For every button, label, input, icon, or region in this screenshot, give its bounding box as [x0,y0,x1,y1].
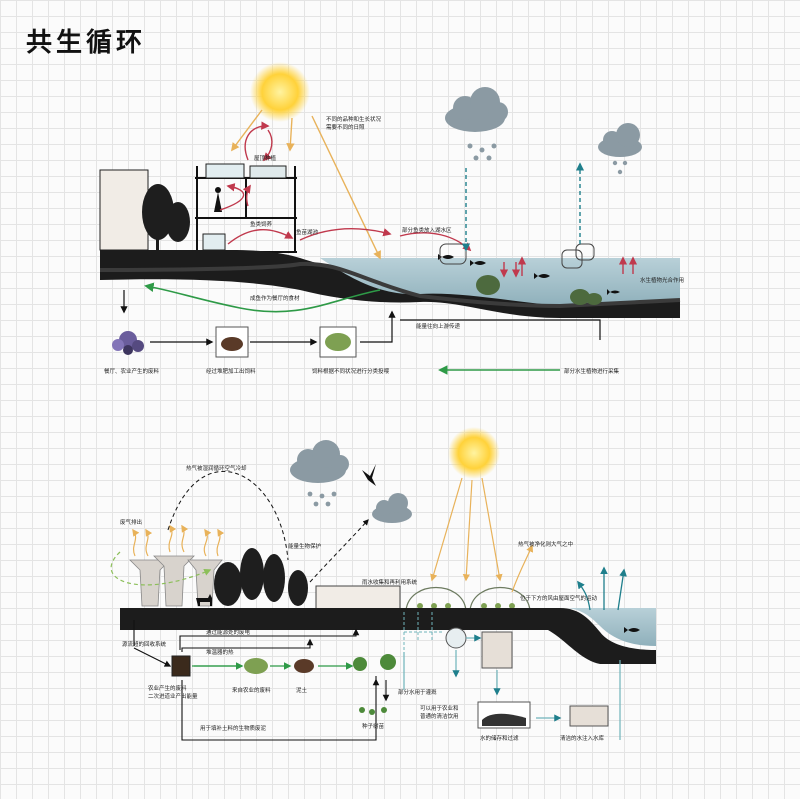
rain-drops-icon [467,143,497,161]
caption-2: 经过堆肥加工出饲料 [206,367,256,375]
heat-vent-arrows [132,524,225,557]
label-usable-2: 普通的清洁饮用 [420,712,459,720]
label-fish-release: 部分鱼类放入湖水区 [402,226,452,234]
greenhouse-dome [405,587,531,611]
green-dashed-loop [110,551,212,586]
to-forest-arrow [309,519,369,583]
soil-icon [221,337,243,351]
label-hot-air: 热气被净化则大气之中 [518,540,573,548]
sun-icon [250,62,310,122]
label-waste-heat: 热气被湿润循环空气冷却 [186,464,247,472]
compost-flow-arrows [120,290,601,346]
waste-cycle-arrows [133,620,380,741]
label-farm-waste-1: 农业产生的废料 [148,684,187,692]
soil-icon-2 [294,659,314,673]
reservoir-box [569,705,609,727]
food-supply-arrow [144,282,381,313]
label-sun-note-1: 不同的品种和生长状况 [326,115,382,123]
heat-exchange-arrows [219,121,638,278]
roof-tank [205,163,245,179]
lake-fish-icon [624,627,640,633]
label-usable-1: 可以用于农业和 [420,704,459,712]
bottom-section: 热气被湿润循环空气冷却 废气排出 能量生物保护 雨水收集和再利用系统 热气被净化… [110,427,656,742]
label-ag-waste: 来自农业的废料 [232,686,271,694]
sapling-icon [353,654,396,715]
goat-icon [196,594,212,606]
water-system-lines [403,612,444,650]
top-section: 屋顶种植 鱼类饲养 鱼苗湖池 不同的品种和生长状况 需要不同的日照 部分鱼类放入… [99,62,684,375]
lake-body [568,608,656,646]
label-irrigation: 部分水用于灌溉 [398,688,437,696]
small-cloud-icon-2 [372,493,412,523]
sunlight-arrows-2 [430,477,534,593]
small-cloud-icon [598,123,642,175]
label-waste-system: 源流超的回收系统 [122,640,167,648]
feed-plant-icon [325,333,351,351]
label-food-supply: 成鱼作为餐厅的食材 [250,294,300,302]
ag-waste-icon [244,658,268,674]
ground-profile-2 [120,608,656,664]
heat-dashed-loop [167,470,289,561]
water-flow-arrows [403,634,621,740]
label-energy-up: 能量往向上游传递 [416,322,461,330]
label-sun-note-2: 需要不同的日照 [326,123,365,131]
warehouse [315,585,401,611]
ground-edge [99,261,681,309]
tree-icon-2 [214,548,308,606]
flower-waste-icon [112,331,144,355]
label-soil-protect: 用于填补土料的生物质废泥 [200,724,267,732]
label-fuel: 通过能源处的废电 [206,628,251,636]
label-fish-bay: 鱼苗湖池 [296,228,319,236]
label-soil: 泥土 [296,686,308,694]
roof-planter [249,165,287,179]
tree-icon [142,184,190,250]
rain-cloud-icon [445,87,508,132]
caption-1: 餐厅、农业产生的废料 [104,367,160,375]
person-icon [214,192,222,212]
fish-tank [202,233,226,251]
fish-icon [438,254,620,295]
label-roof-farm: 屋顶种植 [254,154,277,162]
label-farm-waste-2: 二次进道业产出能量 [148,692,198,700]
label-seedlings: 种子树苗 [362,722,385,730]
label-heat-vent: 废气排出 [120,518,142,526]
bird-icon [362,464,376,486]
page-title: 共生循环 [26,28,147,58]
supertree-icon [129,555,223,607]
water-cycle-arrows [461,162,585,252]
label-fish-pond: 鱼类饲养 [250,220,273,228]
label-rain-system: 雨水收集和再利用系统 [362,578,418,586]
air-flow-arrows [577,566,627,611]
label-storage: 水的储存和过滤 [480,734,519,742]
label-air-flow: 位于下方的风由屋面空气的运动 [520,594,598,602]
fish-cage-icon [439,243,595,269]
rain-cloud-icon-2 [290,440,349,507]
label-compost-cycle: 堆温器的热 [206,648,234,656]
biomass-box [171,655,191,677]
storage-box [481,631,513,669]
wall-block [99,169,149,251]
filter-tank-icon [445,627,467,649]
sunlight-arrows [230,109,381,260]
aquatic-plant-icon [476,275,602,305]
sun-icon-2 [448,427,500,479]
caption-4: 部分水生植物进行采集 [564,367,620,375]
label-aquatic-plants: 水生植物光合作用 [640,276,684,284]
label-into-lake: 清洁的水注入水库 [560,734,605,742]
caption-3: 饲料根据不同状况进行分类投喂 [312,367,390,375]
label-to-forest: 能量生物保护 [288,542,322,550]
